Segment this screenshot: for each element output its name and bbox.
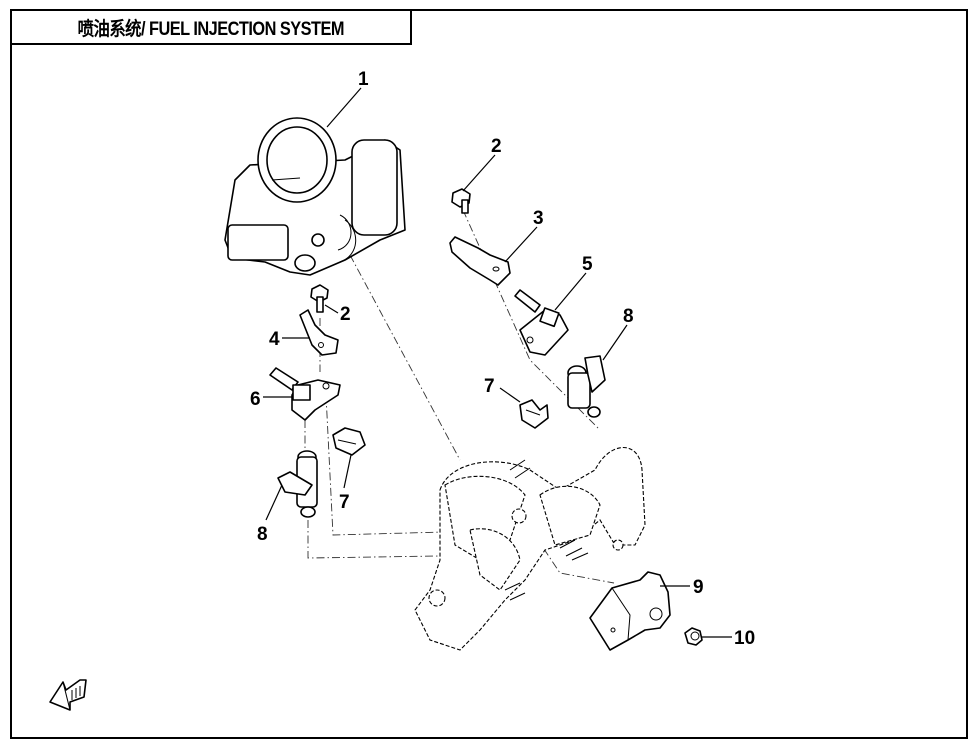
clip-right-part[interactable] <box>519 399 549 429</box>
injector-bracket-right-part[interactable] <box>449 236 511 286</box>
assembly-line <box>517 509 615 584</box>
fuel-rail-connector-right-part[interactable] <box>514 289 569 356</box>
callout-7-right: 7 <box>484 376 495 397</box>
front-direction-arrow-icon <box>49 679 87 711</box>
diagram-frame <box>10 9 968 739</box>
page-title: 喷油系统/ FUEL INJECTION SYSTEM <box>77 18 345 40</box>
sensor-part[interactable] <box>589 571 671 651</box>
fuel-injector-right-part[interactable] <box>567 355 606 418</box>
assembly-line <box>325 394 446 536</box>
callout-8-left: 8 <box>257 524 268 545</box>
callout-9: 9 <box>693 577 704 598</box>
callout-2-left: 2 <box>340 304 351 325</box>
callout-7-left: 7 <box>339 492 350 513</box>
callout-2-right: 2 <box>491 136 502 157</box>
intake-manifold-part <box>414 446 646 651</box>
clip-left-part[interactable] <box>332 427 366 456</box>
bolt-right-part[interactable] <box>451 188 471 214</box>
callout-10: 10 <box>734 628 755 649</box>
assembly-line <box>307 520 441 559</box>
leader-lines <box>263 87 732 638</box>
bolt-left-part[interactable] <box>310 284 329 313</box>
title-box: 喷油系统/ FUEL INJECTION SYSTEM <box>10 9 412 45</box>
fuel-injector-left-part[interactable] <box>277 450 318 518</box>
callout-1: 1 <box>358 69 369 90</box>
fuel-rail-connector-left-part[interactable] <box>269 367 341 421</box>
callout-3: 3 <box>533 208 544 229</box>
assembly-line <box>349 254 461 461</box>
throttle-body-part[interactable] <box>224 117 406 276</box>
callout-5: 5 <box>582 254 593 275</box>
callout-4: 4 <box>269 329 280 350</box>
callout-labels: 1 2 3 5 8 7 2 4 6 7 8 9 10 <box>250 69 755 649</box>
callout-8-right: 8 <box>623 306 634 327</box>
callout-6: 6 <box>250 389 261 410</box>
bolt-sensor-part[interactable] <box>684 627 703 646</box>
injector-bracket-left-part[interactable] <box>299 309 339 356</box>
